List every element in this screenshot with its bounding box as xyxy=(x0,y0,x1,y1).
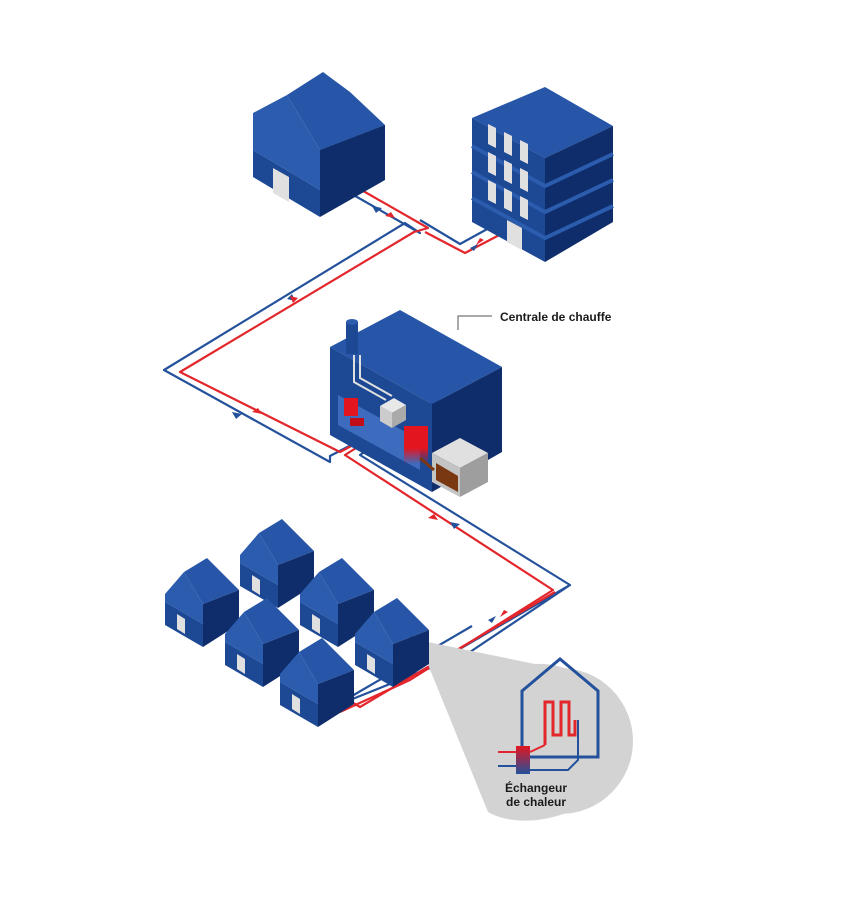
house-icon xyxy=(280,638,354,727)
flow-arrow-icon xyxy=(470,244,478,251)
house-icon xyxy=(355,598,429,687)
house-icon xyxy=(240,519,314,608)
radiator-icon xyxy=(543,700,577,745)
house-icon xyxy=(225,598,299,687)
door xyxy=(507,220,522,250)
flow-arrow-icon xyxy=(488,616,496,623)
central-plant-callout: Centrale de chauffe xyxy=(457,310,612,330)
apartment-building-icon xyxy=(471,87,614,262)
flow-arrow-icon xyxy=(232,412,242,419)
apartment-windows xyxy=(488,124,528,220)
flow-arrow-icon xyxy=(476,238,484,245)
flow-arrow-icon xyxy=(385,212,395,218)
flow-arrow-icon xyxy=(252,408,262,414)
supply-pipe-apartment xyxy=(424,231,506,255)
house-icon xyxy=(165,558,239,647)
flow-arrow-icon xyxy=(450,522,460,529)
house-icon xyxy=(300,558,374,647)
flow-arrows xyxy=(232,206,508,623)
wood-chip-bin-icon xyxy=(419,438,488,497)
door xyxy=(273,168,289,202)
house-icon xyxy=(253,72,385,217)
chimney-icon xyxy=(346,319,358,354)
heat-exchanger-label-line2: de chaleur xyxy=(506,795,566,809)
flow-arrow-icon xyxy=(500,610,508,617)
flow-arrow-icon xyxy=(428,514,438,520)
heat-exchanger-icon xyxy=(516,746,530,774)
central-plant-label: Centrale de chauffe xyxy=(500,310,612,324)
house-cluster xyxy=(165,519,429,727)
plant-interior xyxy=(338,395,420,470)
heat-exchanger-callout: Échangeur de chaleur xyxy=(418,640,633,821)
central-heating-plant xyxy=(330,310,502,497)
flow-arrow-icon xyxy=(290,296,298,303)
heat-exchanger-label-line1: Échangeur xyxy=(505,780,567,795)
flow-arrow-icon xyxy=(372,206,382,213)
